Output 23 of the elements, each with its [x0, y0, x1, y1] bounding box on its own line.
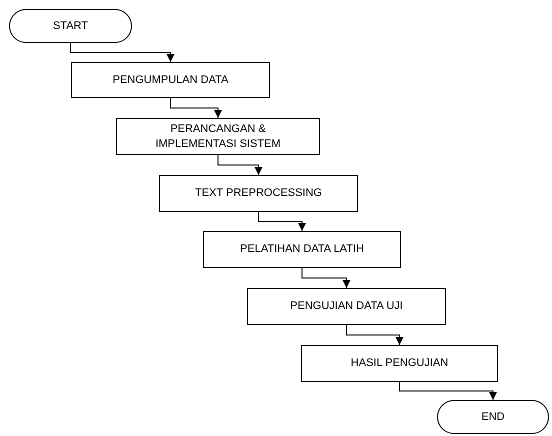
node-label: PELATIHAN DATA LATIH	[240, 242, 364, 257]
node-label: PENGUJIAN DATA UJI	[290, 299, 403, 314]
process-box	[247, 288, 446, 325]
arrow	[346, 324, 404, 346]
node-label: PERANCANGAN & IMPLEMENTASI SISTEM	[154, 122, 282, 152]
node-label: END	[481, 410, 505, 424]
process-box	[159, 175, 358, 212]
process-box	[116, 118, 320, 155]
arrow	[70, 42, 174, 62]
arrow	[399, 382, 497, 400]
process-box	[301, 345, 498, 382]
arrow	[302, 268, 350, 288]
arrow	[258, 212, 306, 232]
node-label: TEXT PREPROCESSING	[195, 186, 322, 201]
process-box	[203, 231, 401, 268]
terminal-pill	[9, 9, 132, 43]
process-box	[71, 62, 270, 98]
node-label: START	[52, 18, 88, 34]
node-label: PENGUMPULAN DATA	[112, 72, 228, 88]
terminal-pill	[437, 400, 549, 434]
arrow	[170, 98, 222, 118]
node-label: HASIL PENGUJIAN	[350, 356, 448, 371]
arrow	[218, 154, 262, 176]
